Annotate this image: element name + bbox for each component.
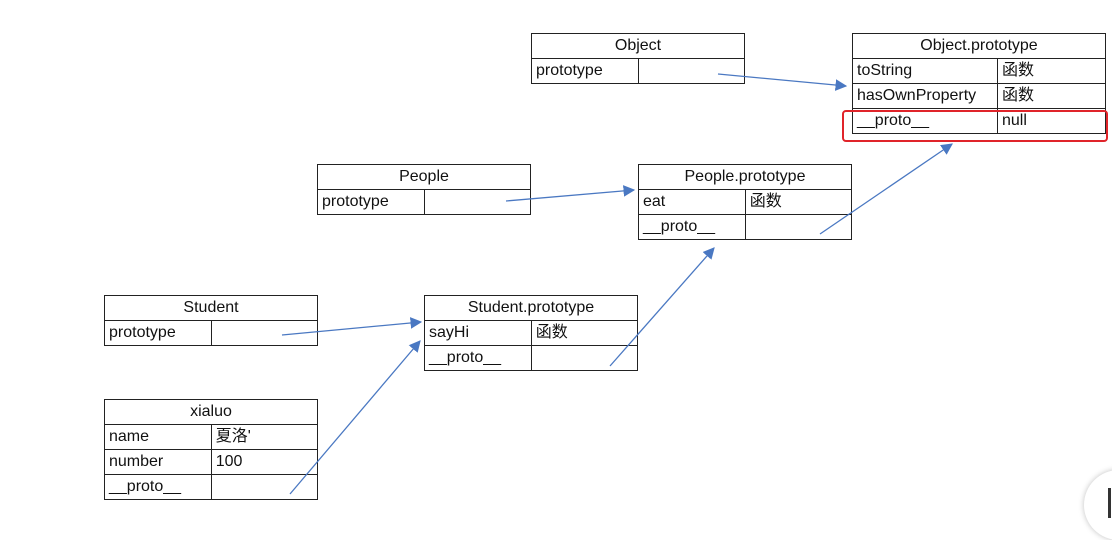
people-prototype-table: People.prototype eat 函数 __proto__ [638,164,853,240]
student-prototype-proto-value [530,345,639,371]
people-prototype-title: People.prototype [638,164,852,190]
student-prototype-value [210,320,319,346]
xialuo-name-value: 夏洛' [210,424,319,450]
object-title: Object [531,33,745,59]
people-prototype-proto-key: __proto__ [638,214,746,240]
xialuo-title: xialuo [104,399,318,425]
student-prototype-key: prototype [104,320,212,346]
people-prototype-proto-value [744,214,853,240]
object-prototype-hasownproperty-key: hasOwnProperty [852,83,998,109]
object-prototype-tostring-key: toString [852,58,998,84]
floating-action-button[interactable] [1084,470,1112,540]
object-prototype-tostring-value: 函数 [997,58,1106,84]
xialuo-name-key: name [104,424,212,450]
xialuo-proto-value [210,474,319,500]
object-prototype-table: Object.prototype toString 函数 hasOwnPrope… [852,33,1106,134]
student-title: Student [104,295,318,321]
people-prototype-value [423,189,532,215]
object-prototype-proto-key: __proto__ [852,108,998,134]
object-prototype-hasownproperty-value: 函数 [997,83,1106,109]
object-prototype-key: prototype [531,58,639,84]
cursor-bar-icon [1108,488,1111,518]
xialuo-number-key: number [104,449,212,475]
people-prototype-eat-value: 函数 [744,189,853,215]
student-prototype-table: Student.prototype sayHi 函数 __proto__ [424,295,639,371]
people-prototype-eat-key: eat [638,189,746,215]
object-prototype-title: Object.prototype [852,33,1106,59]
student-prototype-sayhi-key: sayHi [424,320,532,346]
student-prototype-sayhi-value: 函数 [530,320,639,346]
object-prototype-value [637,58,746,84]
object-table: Object prototype [531,33,746,84]
people-table: People prototype [317,164,532,215]
student-prototype-title: Student.prototype [424,295,638,321]
xialuo-number-value: 100 [210,449,319,475]
student-prototype-proto-key: __proto__ [424,345,532,371]
xialuo-proto-key: __proto__ [104,474,212,500]
people-title: People [317,164,531,190]
student-table: Student prototype [104,295,319,346]
people-prototype-key: prototype [317,189,425,215]
proto-null-highlight [842,110,1108,142]
prototype-chain-diagram: Object prototype Object.prototype toStri… [104,33,1111,518]
xialuo-table: xialuo name 夏洛' number 100 __proto__ [104,399,319,500]
object-prototype-proto-value: null [997,108,1106,134]
